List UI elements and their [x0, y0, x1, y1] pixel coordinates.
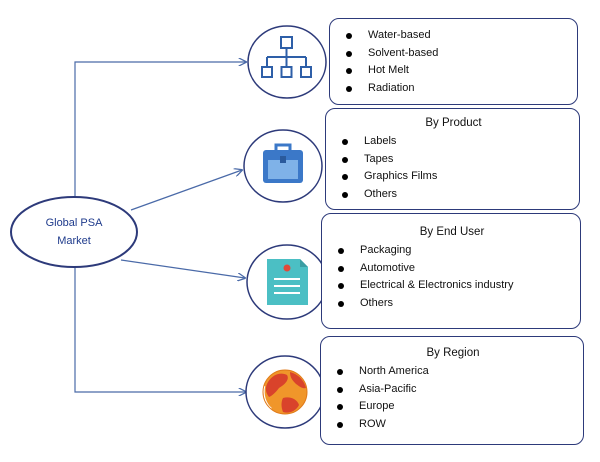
- end-user-box-title: By End User: [419, 226, 485, 238]
- connector-to-region: [74, 267, 246, 392]
- connector-to-product: [130, 170, 242, 211]
- document-icon: [267, 259, 308, 305]
- list-item: Solvent-based: [344, 45, 565, 63]
- briefcase-icon: [263, 143, 303, 183]
- list-item: Water-based: [344, 27, 565, 45]
- list-item: Radiation: [344, 80, 565, 98]
- list-item: Europe: [335, 398, 571, 416]
- center-node-label: Global PSA Market: [12, 198, 136, 266]
- region-list: North America Asia-Pacific Europe ROW: [335, 363, 571, 433]
- globe-icon: [262, 369, 308, 415]
- end-user-list: Packaging Automotive Electrical & Electr…: [336, 242, 568, 312]
- connector-lines: [74, 62, 246, 392]
- region-box: By Region North America Asia-Pacific Eur…: [320, 336, 584, 445]
- technology-box: Water-based Solvent-based Hot Melt Radia…: [329, 18, 578, 105]
- list-item: Automotive: [336, 260, 568, 278]
- list-item: Others: [336, 295, 568, 313]
- list-item: North America: [335, 363, 571, 381]
- list-item: ROW: [335, 416, 571, 434]
- list-item: Hot Melt: [344, 62, 565, 80]
- technology-list: Water-based Solvent-based Hot Melt Radia…: [344, 27, 565, 97]
- connector-to-technology: [74, 62, 246, 197]
- list-item: Electrical & Electronics industry: [336, 277, 568, 295]
- region-box-title: By Region: [426, 347, 480, 359]
- list-item: Packaging: [336, 242, 568, 260]
- product-box-title: By Product: [425, 117, 482, 129]
- end-user-box: By End User Packaging Automotive Electri…: [321, 213, 581, 329]
- list-item: Graphics Films: [340, 168, 567, 186]
- center-node: [10, 196, 138, 268]
- center-node-label-line-1: Global PSA: [45, 217, 103, 229]
- hierarchy-icon: [261, 36, 312, 78]
- connector-to-end-user: [120, 259, 245, 278]
- product-box: By Product Labels Tapes Graphics Films O…: [325, 108, 580, 210]
- list-item: Asia-Pacific: [335, 381, 571, 399]
- list-item: Others: [340, 186, 567, 204]
- list-item: Tapes: [340, 151, 567, 169]
- product-list: Labels Tapes Graphics Films Others: [340, 133, 567, 203]
- list-item: Labels: [340, 133, 567, 151]
- center-node-label-line-2: Market: [57, 235, 91, 247]
